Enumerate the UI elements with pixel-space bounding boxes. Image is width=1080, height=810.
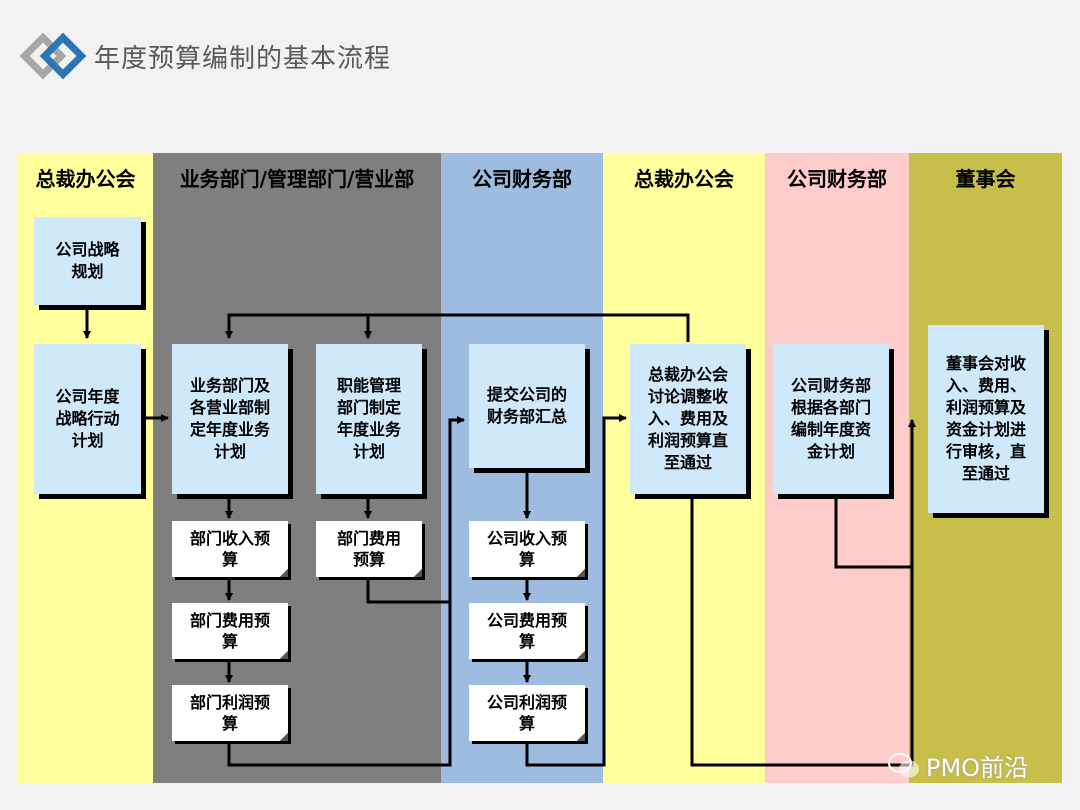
wechat-icon — [888, 752, 919, 777]
sub-dept-profit: 部门利润预 算 — [172, 685, 288, 741]
lane-title: 董事会 — [955, 167, 1016, 191]
sub-dept-expense: 部门费用预 算 — [172, 603, 288, 659]
box-president-discuss: 总裁办公会 讨论调整收 入、费用及 利润预算直 至通过 — [630, 344, 746, 494]
sub-dept-expense-function: 部门费用 预算 — [316, 521, 422, 577]
sub-co-expense: 公司费用预 算 — [469, 603, 585, 659]
watermark: PMO前沿 — [888, 748, 1028, 783]
lane-title: 业务部门/管理部门/营业部 — [179, 167, 415, 191]
lane-title: 公司财务部 — [472, 167, 572, 191]
page-title: 年度预算编制的基本流程 — [94, 44, 392, 74]
box-annual-strategy: 公司年度 战略行动 计划 — [34, 344, 141, 494]
lane-title: 总裁办公会 — [35, 167, 136, 191]
box-business-plan: 业务部门及 各营业部制 定年度业务 计划 — [172, 344, 288, 494]
lane-title: 总裁办公会 — [634, 167, 734, 191]
lane-title: 公司财务部 — [787, 167, 887, 191]
box-board-review: 董事会对收 入、费用、 利润预算及 资金计划进 行审核，直 至通过 — [928, 325, 1044, 513]
sub-co-profit: 公司利润预 算 — [469, 685, 585, 741]
box-strategy-plan: 公司战略 规划 — [34, 217, 141, 305]
logo-icon — [20, 33, 86, 80]
watermark-text: PMO前沿 — [926, 754, 1029, 782]
box-submit-summary: 提交公司的 财务部汇总 — [469, 344, 585, 468]
sub-dept-income: 部门收入预 算 — [172, 521, 288, 577]
box-finance-capital: 公司财务部 根据各部门 编制年度资 金计划 — [773, 344, 889, 494]
sub-co-income: 公司收入预 算 — [469, 521, 585, 577]
box-function-plan: 职能管理 部门制定 年度业务 计划 — [316, 344, 422, 494]
